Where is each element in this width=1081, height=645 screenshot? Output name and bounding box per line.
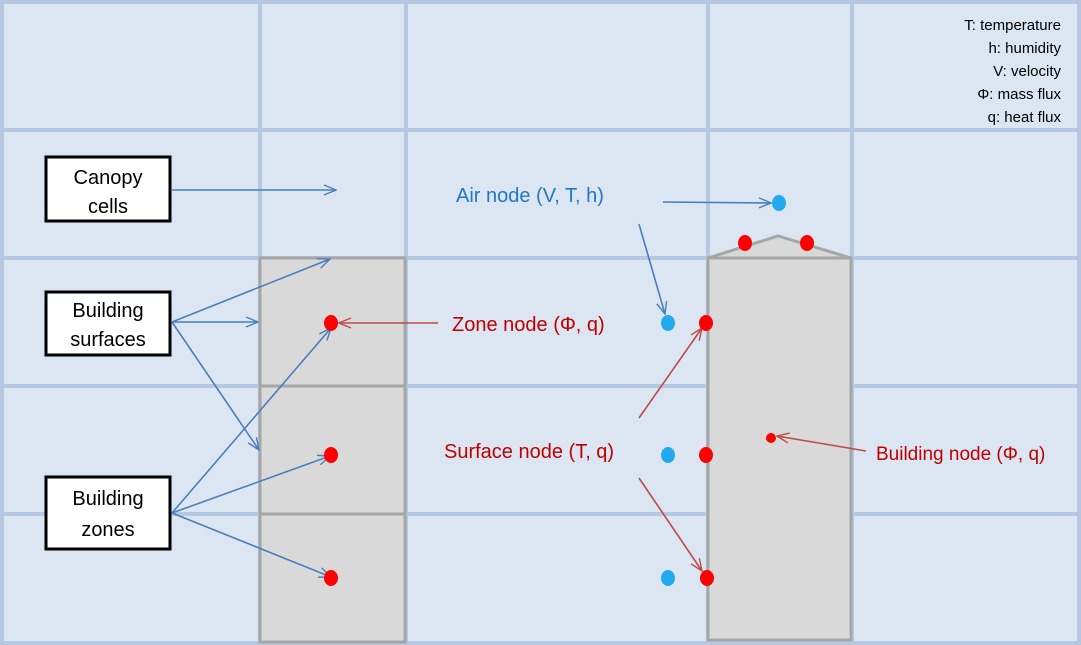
building-zones-box: Building zones	[44, 475, 172, 551]
building-node-label: Building node (Φ, q)	[876, 444, 1045, 465]
legend-line: V: velocity	[993, 63, 1061, 80]
right-building	[706, 234, 853, 642]
arrow-zone-top	[171, 328, 331, 514]
legend: T: temperature h: humidity V: velocity Φ…	[964, 17, 1061, 126]
nodes	[324, 195, 814, 586]
legend-line: Φ: mass flux	[977, 86, 1061, 103]
air-node-label: Air node (V, T, h)	[456, 185, 604, 207]
air-node-dot	[772, 195, 786, 211]
zone-node-dot	[324, 447, 338, 463]
air-node-dot	[661, 570, 675, 586]
box-label: Canopy	[74, 167, 143, 189]
canopy-cells-box: Canopy cells	[44, 155, 172, 223]
air-node-dot	[661, 315, 675, 331]
arrow-surface-node-upper	[638, 328, 702, 419]
arrow-air-node-wall	[638, 223, 665, 314]
zone-node-label: Zone node (Φ, q)	[452, 314, 605, 336]
box-label: surfaces	[70, 329, 146, 351]
legend-line: q: heat flux	[988, 109, 1062, 126]
surface-node-label: Surface node (T, q)	[444, 441, 614, 463]
legend-line: T: temperature	[964, 17, 1061, 34]
box-label: cells	[88, 196, 128, 218]
surface-node-dot	[699, 315, 713, 331]
zone-node-dot	[324, 315, 338, 331]
box-label: Building	[72, 300, 143, 322]
arrow-zone-bottom	[171, 512, 331, 577]
box-label: Building	[72, 488, 143, 510]
arrow-zone-middle	[171, 456, 330, 514]
roof-surface-node-dot	[738, 235, 752, 251]
building-surfaces-box: Building surfaces	[44, 290, 172, 357]
surface-node-dot	[700, 570, 714, 586]
zone-node-dot	[324, 570, 338, 586]
building-node-dot	[766, 433, 776, 443]
arrow-surface-roof	[171, 259, 330, 323]
roof-surface-node-dot	[800, 235, 814, 251]
arrow-building-node	[777, 436, 867, 452]
blue-arrows	[171, 190, 771, 577]
box-label: zones	[81, 519, 134, 541]
air-node-dot	[661, 447, 675, 463]
arrow-air-node-roof	[662, 202, 771, 203]
red-arrows	[339, 323, 867, 571]
arrow-surface-node-lower	[638, 477, 702, 571]
legend-line: h: humidity	[988, 40, 1061, 57]
surface-node-dot	[699, 447, 713, 463]
